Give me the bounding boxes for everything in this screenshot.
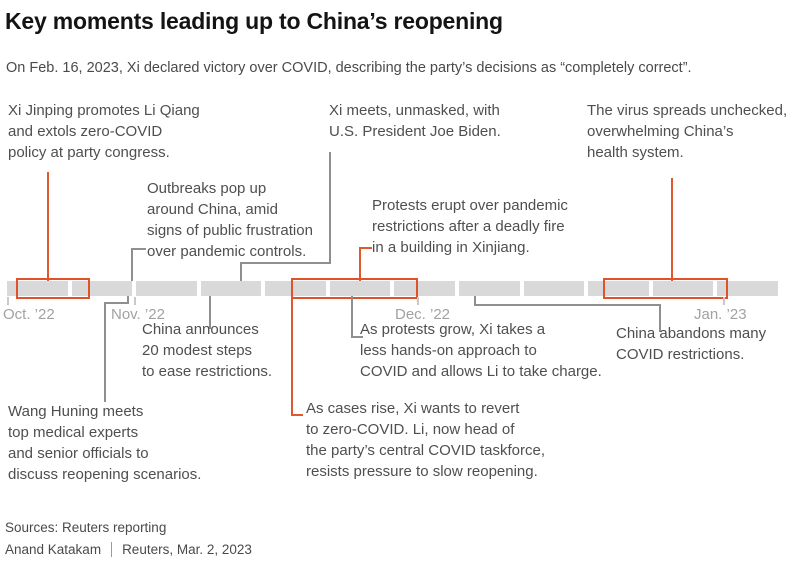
highlight-box-protests — [291, 278, 418, 299]
connector-xi-meets-v2 — [240, 262, 242, 281]
connector-protests-v — [359, 247, 361, 281]
footer-credit: Reuters, Mar. 2, 2023 — [122, 542, 252, 557]
connector-virus — [671, 178, 673, 281]
annotation-wang: Wang Huning meets top medical experts an… — [8, 403, 202, 483]
annotation-xi-promotes: Xi Jinping promotes Li Qiang and extols … — [8, 102, 200, 161]
annotation-announces: China announces 20 modest steps to ease … — [142, 321, 273, 380]
connector-abandons-v2 — [659, 304, 661, 332]
connector-outbreaks-v — [131, 248, 133, 281]
connector-abandons-h — [474, 304, 661, 306]
connector-wang-h — [104, 302, 129, 304]
highlight-box-party-congress — [16, 278, 90, 299]
connector-xi-meets-v1 — [329, 152, 331, 264]
month-label-nov: Nov. ’22 — [111, 306, 165, 323]
subtitle: On Feb. 16, 2023, Xi declared victory ov… — [6, 60, 692, 76]
connector-wang-v2 — [104, 302, 106, 402]
connector-protests-grow-h — [351, 336, 363, 338]
connector-protests-h — [359, 247, 372, 249]
connector-cases-rise-v — [291, 296, 293, 416]
month-label-oct: Oct. ’22 — [3, 306, 55, 323]
footer-sources: Sources: Reuters reporting — [5, 520, 167, 535]
timeline-week-segment — [200, 281, 262, 296]
connector-abandons-v1 — [474, 296, 476, 306]
timeline-week-segment — [71, 281, 133, 296]
connector-xi-meets-h — [240, 262, 331, 264]
timeline-week-segment — [265, 281, 326, 296]
annotation-protests-grow: As protests grow, Xi takes a less hands-… — [360, 321, 602, 380]
timeline-week-segment — [717, 281, 778, 296]
annotation-cases-rise: As cases rise, Xi wants to revert to zer… — [306, 400, 545, 480]
month-tick-jan — [723, 297, 725, 305]
month-tick-oct — [7, 297, 9, 305]
timeline-bar — [7, 281, 778, 296]
footer-author: Anand Katakam — [5, 542, 102, 557]
timeline-week-segment — [394, 281, 456, 296]
timeline-week-segment — [652, 281, 714, 296]
annotation-protests: Protests erupt over pandemic restriction… — [372, 197, 568, 256]
connector-cases-rise-h — [291, 414, 303, 416]
annotation-abandons: China abandons many COVID restrictions. — [616, 325, 767, 363]
connector-protests-grow-v — [351, 296, 353, 338]
month-tick-nov — [134, 297, 136, 305]
connector-announces — [209, 296, 211, 329]
timeline-week-segment — [329, 281, 391, 296]
annotation-virus: The virus spreads unchecked, overwhelmin… — [587, 102, 788, 161]
timeline-week-segment — [136, 281, 197, 296]
month-label-dec: Dec. ’22 — [395, 306, 451, 323]
connector-outbreaks-h — [131, 248, 146, 250]
timeline-week-segment — [7, 281, 68, 296]
timeline-week-segment — [523, 281, 585, 296]
annotation-xi-meets: Xi meets, unmasked, with U.S. President … — [329, 102, 501, 140]
month-label-jan: Jan. ’23 — [694, 306, 747, 323]
footer-byline-row: Anand Katakam Reuters, Mar. 2, 2023 — [5, 542, 252, 557]
highlight-box-virus-spread — [603, 278, 728, 299]
month-tick-dec — [417, 297, 419, 305]
timeline-week-segment — [459, 281, 520, 296]
byline-divider — [111, 542, 113, 557]
page-title: Key moments leading up to China’s reopen… — [5, 8, 503, 34]
annotation-outbreaks: Outbreaks pop up around China, amid sign… — [147, 180, 313, 260]
connector-xi-promotes — [47, 172, 49, 281]
connector-wang-v1 — [127, 296, 129, 304]
